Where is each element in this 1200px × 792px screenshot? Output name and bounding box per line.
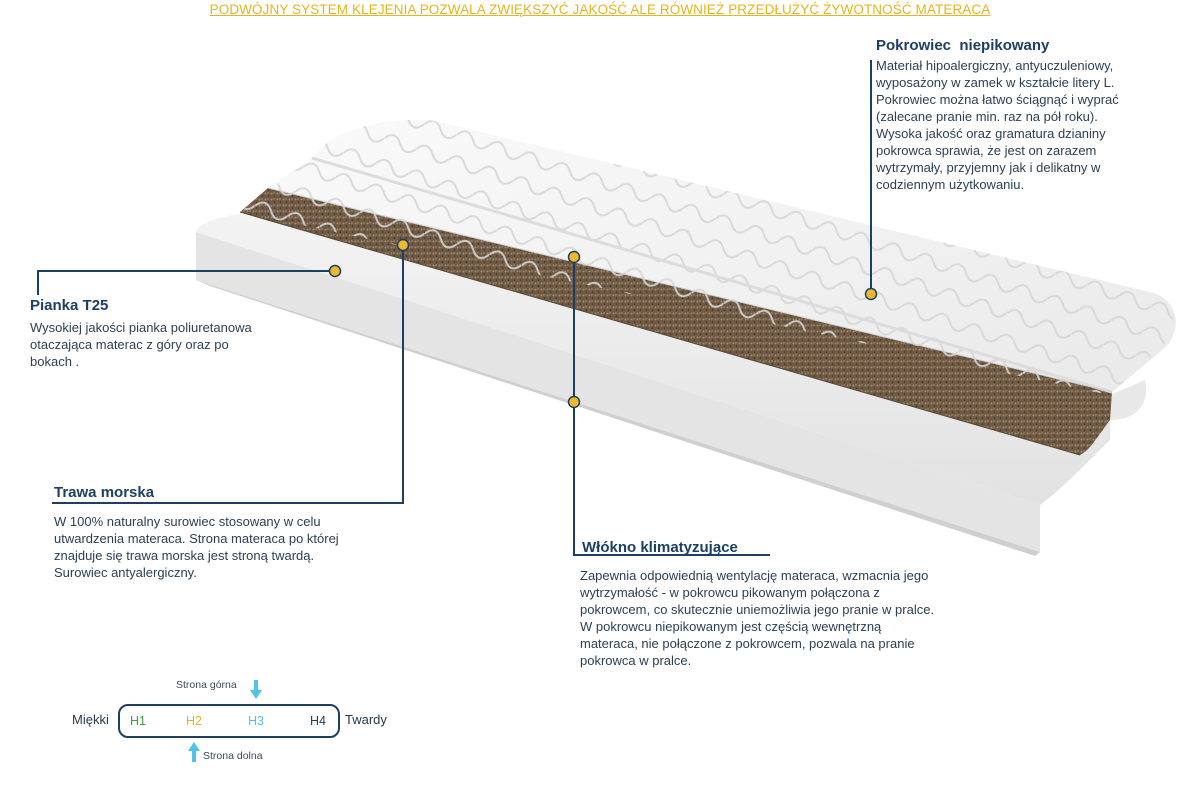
- fiber-callout-line-lower: [573, 402, 770, 556]
- firmness-level-h2: H2: [186, 714, 202, 728]
- cover-title: Pokrowiec niepikowany: [876, 37, 1050, 54]
- foam-block-side: [196, 280, 1040, 556]
- fiber-description: Zapewnia odpowiednią wentylację materaca…: [580, 568, 935, 668]
- foam-block: [196, 214, 1110, 505]
- fiber-title: Włókno klimatyzujące: [582, 539, 738, 556]
- seaweed-callout-dot: [396, 238, 410, 252]
- fiber-callout-dot-top: [567, 250, 581, 264]
- bottom-side-label: Strona dolna: [203, 750, 263, 762]
- foam-block-front: [196, 232, 1040, 552]
- foam-title: Pianka T25: [30, 297, 109, 314]
- top-side-label: Strona górna: [176, 679, 237, 691]
- seaweed-callout-line: [52, 245, 404, 504]
- firmness-level-h1: H1: [130, 714, 146, 728]
- foam-description: Wysokiej jakości pianka poliuretanowa ot…: [30, 320, 252, 369]
- firmness-scale: H1 H2 H3 H4: [118, 704, 340, 738]
- headline-banner: PODWÓJNY SYSTEM KLEJENIA POZWALA ZWIĘKSZ…: [209, 2, 991, 17]
- top-side-arrow-icon: [250, 680, 262, 699]
- cover-callout-dot: [864, 287, 878, 301]
- fiber-callout-dot-bottom: [567, 395, 581, 409]
- soft-label: Miękki: [72, 712, 109, 727]
- seaweed-description: W 100% naturalny surowiec stosowany w ce…: [54, 514, 339, 580]
- seaweed-title: Trawa morska: [54, 484, 155, 501]
- firmness-level-h3: H3: [248, 714, 264, 728]
- bottom-side-arrow-icon: [188, 742, 200, 762]
- hard-label: Twardy: [345, 712, 387, 727]
- foam-callout-dot: [328, 264, 342, 278]
- firmness-level-h4: H4: [310, 714, 326, 728]
- foam-callout-line: [37, 270, 335, 295]
- cover-description: Materiał hipoalergiczny, antyuczuleniowy…: [876, 58, 1119, 192]
